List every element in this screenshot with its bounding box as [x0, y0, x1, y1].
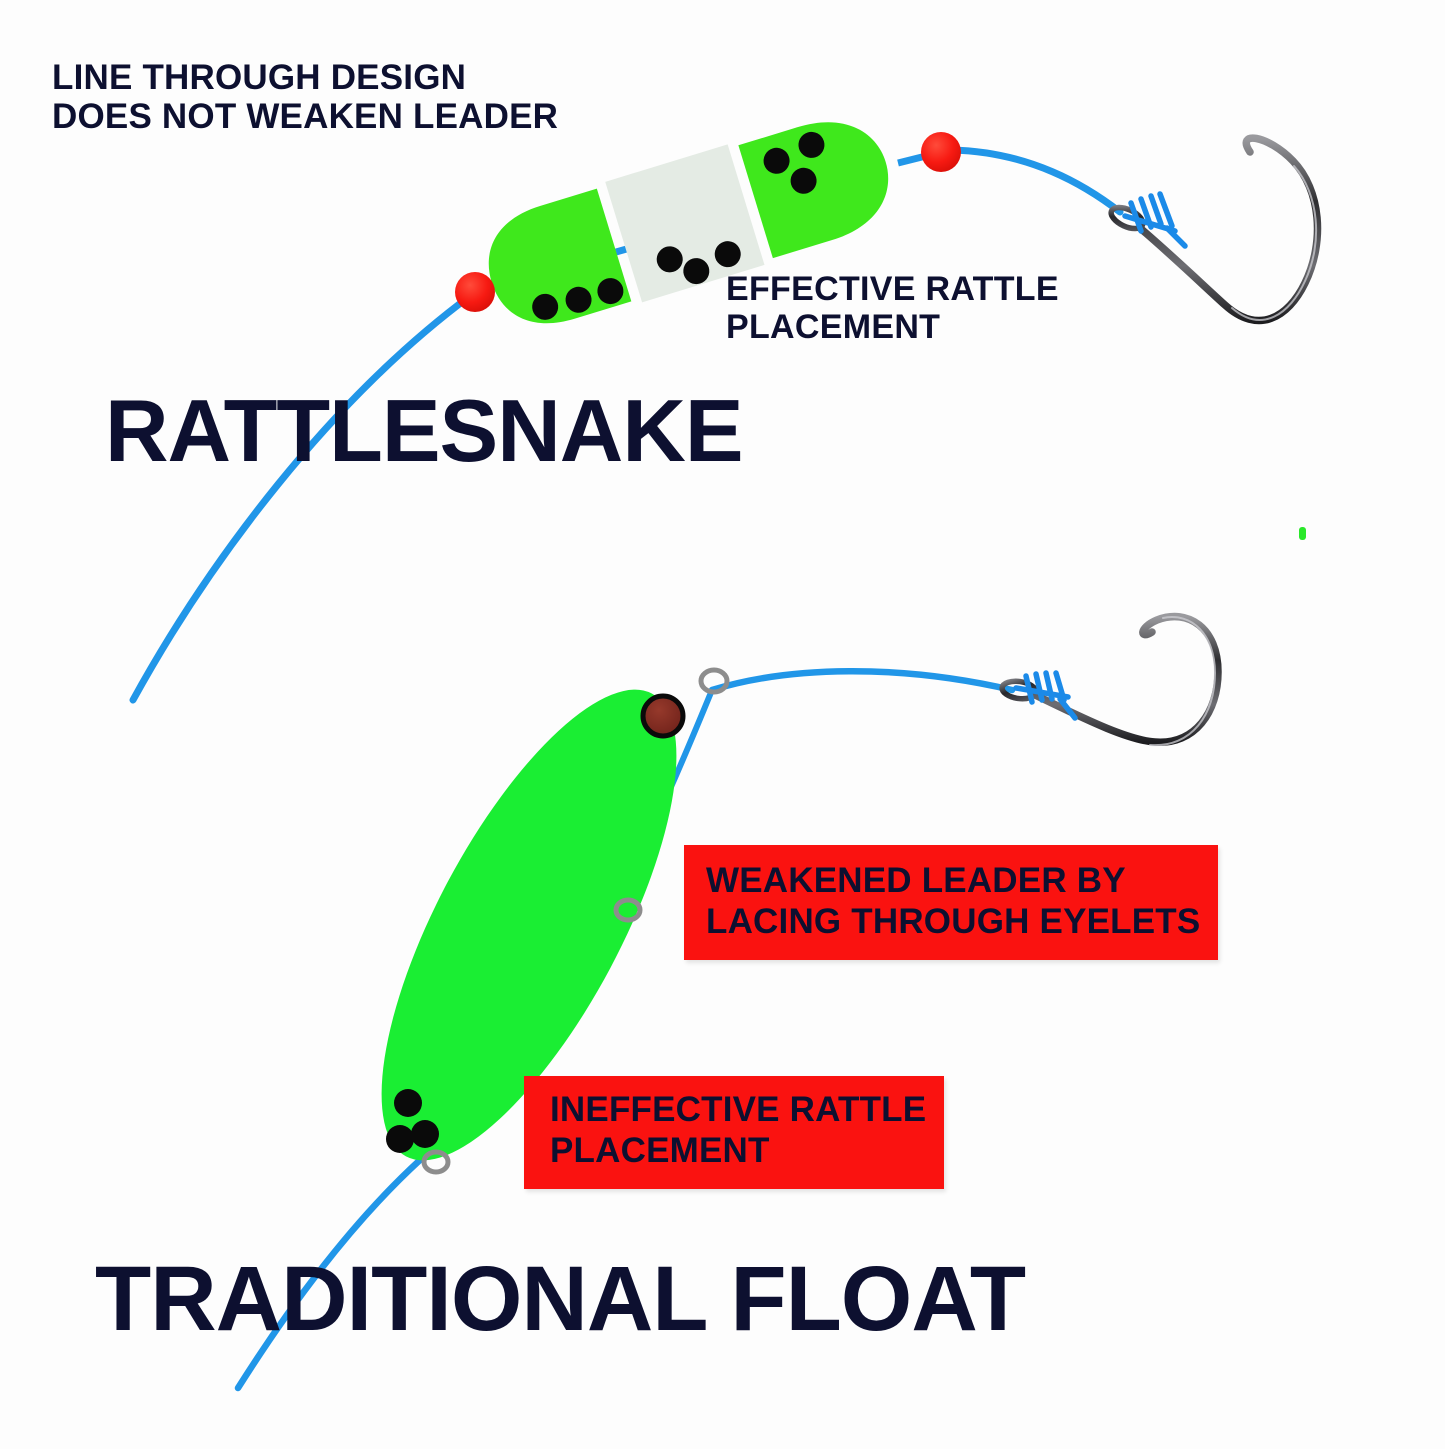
callout-effective-rattle-placement: EFFECTIVE RATTLE PLACEMENT — [726, 270, 1059, 347]
float-rattle-beads — [386, 1089, 439, 1153]
callout-line-through-design: LINE THROUGH DESIGN DOES NOT WEAKEN LEAD… — [52, 58, 559, 137]
rattle-beads-front — [763, 131, 825, 194]
banner-weakened-leader: WEAKENED LEADER BY LACING THROUGH EYELET… — [684, 845, 1219, 961]
rattle-beads-chamber — [656, 241, 741, 285]
circle-hook-bottom[interactable] — [999, 612, 1222, 747]
float-eyelets — [421, 667, 730, 1175]
bead-left — [455, 272, 495, 312]
eyelet-middle — [613, 897, 643, 923]
body-segment-rear — [488, 188, 632, 324]
eyelet-bottom — [421, 1149, 451, 1175]
lure-assembly[interactable] — [473, 102, 904, 343]
green-speck-artifact — [1299, 527, 1306, 540]
snell-knot-top — [1122, 191, 1188, 249]
eyelet-top — [698, 667, 730, 695]
banner-ineffective-text: INEFFECTIVE RATTLE PLACEMENT — [550, 1090, 927, 1170]
snell-knot-bottom — [1013, 670, 1078, 721]
rattle-beads-rear — [532, 278, 624, 320]
page-title-traditional-float: TRADITIONAL FLOAT — [95, 1248, 1026, 1350]
bead-right — [921, 132, 961, 172]
page-title-rattlesnake: RATTLESNAKE — [105, 381, 744, 480]
hook-shank-bend — [1029, 612, 1222, 746]
float-assembly[interactable] — [325, 650, 733, 1199]
hook-highlight — [1231, 165, 1318, 321]
circle-hook-top[interactable] — [1108, 134, 1322, 325]
banner-weakened-text: WEAKENED LEADER BY LACING THROUGH EYELET… — [706, 861, 1201, 941]
hook-highlight — [1149, 616, 1217, 747]
banner-ineffective-rattle: INEFFECTIVE RATTLE PLACEMENT — [524, 1076, 945, 1190]
float-body — [381, 689, 677, 1161]
float-eye — [640, 693, 686, 739]
